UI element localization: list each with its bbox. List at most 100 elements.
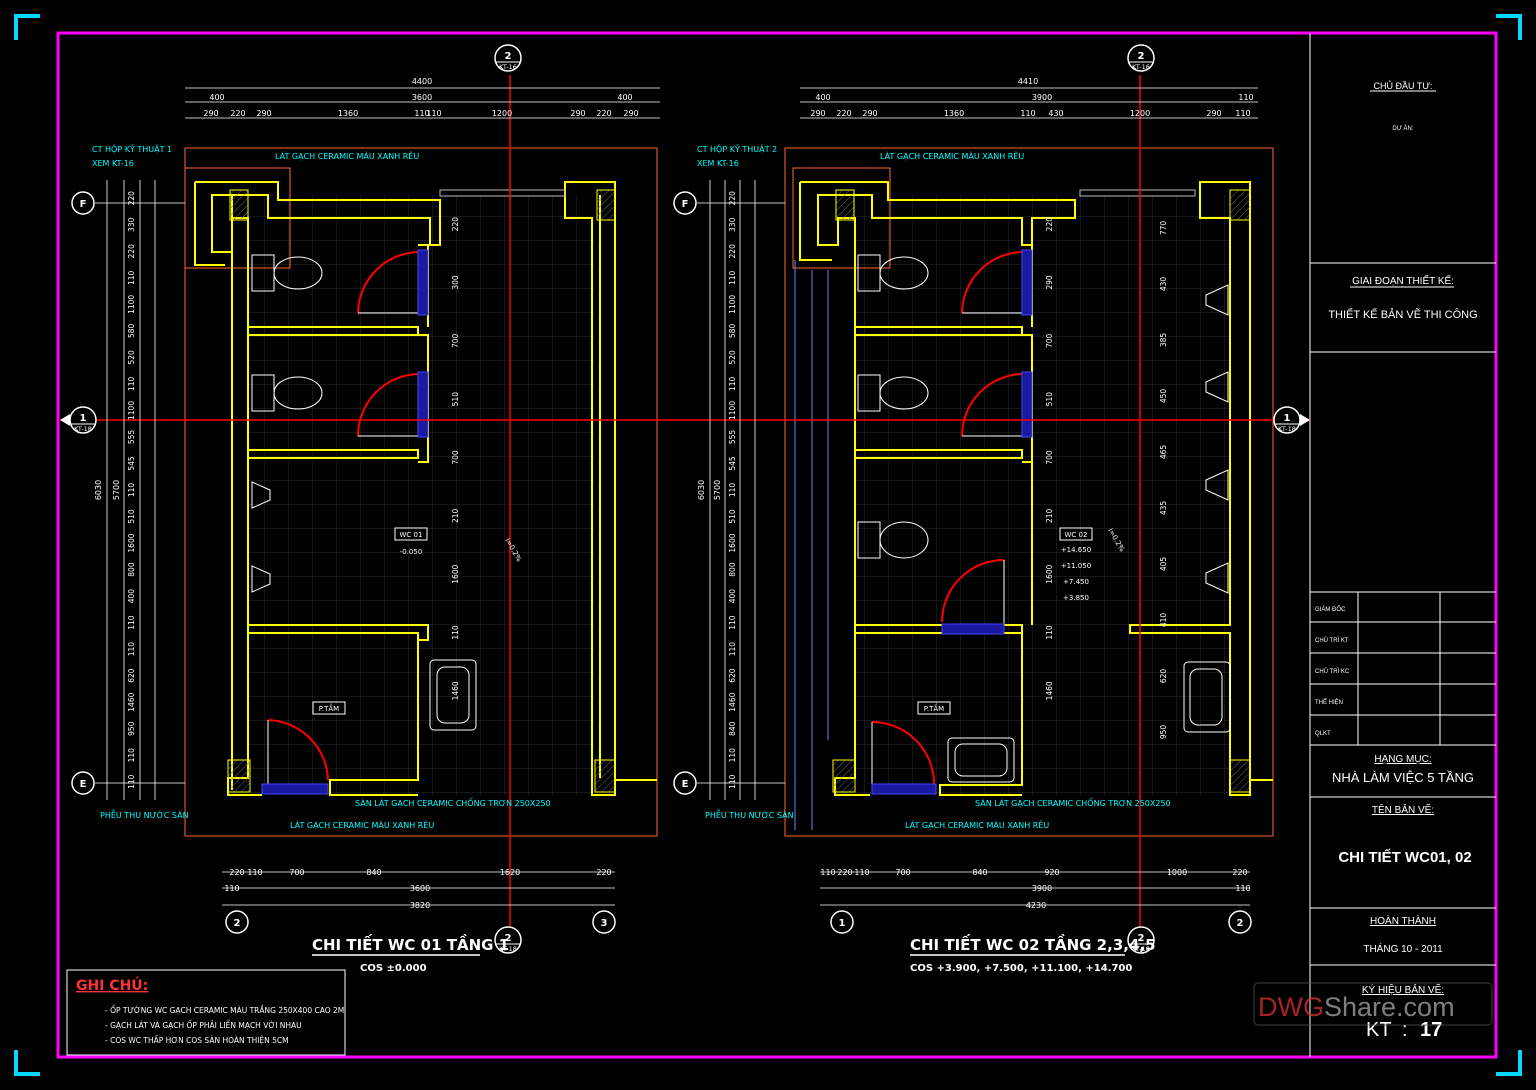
p1-bottom-detail-3: 700 [289,868,304,877]
p1-left-total: 6030 [94,480,103,500]
plan2-border [784,147,1274,837]
p2-room-level-4: +3.850 [1063,594,1089,602]
p2-left-dim-18: 110 [728,642,737,657]
p1-title: CHI TIẾT WC 01 TẦNG 1 [312,933,509,954]
tb-phase-value: THIẾT KẾ BẢN VẼ THI CÔNG [1328,308,1477,321]
p1-inner-dim-4: 510 [451,392,460,407]
tb-sign-row-4: THỂ HIỆN [1315,698,1343,706]
p1-left-dim-4: 110 [127,270,136,285]
p1-inner-dim-7: 1600 [451,564,460,583]
plan2-toilet-2 [857,374,929,412]
notes-item-3: - COS WC THẤP HƠN COS SÀN HOÀN THIỆN 5CM [105,1035,289,1045]
plan2-washbasin-1 [947,737,1015,783]
p1-top-sub-1: 400 [209,93,224,102]
p2-bottom-total: 4230 [1026,901,1046,910]
notes-item-1: - ỐP TƯỜNG WC GẠCH CERAMIC MÀU TRẮNG 250… [105,1005,344,1015]
axis-bot1-ref: KT-18 [499,945,517,953]
p2-note-box: CT HỘP KỸ THUẬT 2 [697,143,777,155]
p2-left-dim-5: 1100 [728,295,737,314]
plan2-room-tag-box [1059,527,1093,541]
p1-inner-dim-5: 700 [451,450,460,465]
plan1-toilet-1 [251,254,323,292]
axis-bubbles [69,44,1301,954]
grid-e-left: E [80,779,87,790]
p1-left-dim-19: 620 [127,668,136,683]
tb-sign-row-1: GIÁM ĐỐC [1315,606,1346,613]
p2-left-dim-23: 110 [728,774,737,789]
p2-top-sub-1: 400 [815,93,830,102]
plan2-shower-tag-box [917,701,951,715]
p2-right-dim-7: 405 [1159,557,1168,572]
p2-inner-dim-1: 220 [1045,217,1054,232]
p1-subtitle: COS ±0.000 [360,963,427,974]
plan2-doors [871,251,1023,785]
p2-note-drain: PHỄU THU NƯỚC SÀN [705,808,794,820]
p1-top-sub-2: 3600 [412,93,432,102]
p2-right-dim-2: 430 [1159,277,1168,292]
p2-left-dim-17: 110 [728,615,737,630]
grid-f-left: F [80,199,87,210]
axis-bot2-num: 2 [1138,933,1145,944]
watermark-part3: .com [1396,992,1455,1022]
p2-top-detail-3: 290 [862,109,877,118]
p1-inner-dim-6: 210 [451,508,460,523]
p2-right-dim-1: 770 [1159,221,1168,236]
plan2-column-bottom-left [832,759,856,793]
p1-room-tag: WC 01 [400,531,423,539]
p1-bottom-detail-1: 220 [229,868,244,877]
p2-left-dim-13: 510 [728,509,737,524]
notes-heading: GHI CHÚ: [76,976,148,994]
p2-top-detail-2: 220 [836,109,851,118]
p2-top-detail-6: 430 [1048,109,1063,118]
p2-inner-dim-8: 110 [1045,625,1054,640]
plan1-urinals [251,481,271,593]
section-arrows [60,414,1310,426]
p2-bottom-detail-3: 110 [854,868,869,877]
tb-sign-row-5: QLKT [1315,731,1331,737]
plan2-toilet-1 [857,254,929,292]
p2-room-tag: WC 02 [1065,531,1088,539]
p1-left-dim-chain: 2203302201101100580520110110055554511051… [127,191,136,789]
p1-top-detail-1: 290 [203,109,218,118]
p1-top-detail-4: 1360 [338,109,358,118]
watermark: DWGShare.com [1253,982,1493,1026]
p1-left-dim-2: 330 [127,217,136,232]
p2-inner-dim-3: 700 [1045,333,1054,348]
corner-marks [14,14,1522,1076]
p1-top-sub-3: 400 [617,93,632,102]
p1-top-detail-6: 110 [426,109,441,118]
dimension-lines [106,87,1258,906]
p2-left-sub: 5700 [713,480,722,500]
p1-axis-right: 3 [601,918,608,929]
tb-project-label: DỰ ÁN: [1392,125,1413,132]
p2-left-dim-7: 520 [728,350,737,365]
tb-sheet-prefix: KT [1366,1019,1392,1041]
p2-left-dim-1: 220 [728,191,737,206]
p2-right-dim-9: 620 [1159,669,1168,684]
p2-left-dim-21: 840 [728,721,737,736]
p1-top-detail-5: 110 [414,109,429,118]
p1-left-dim-18: 110 [127,642,136,657]
plan1-glass-1 [417,249,429,316]
p2-left-dim-4: 110 [728,270,737,285]
p2-room-level-2: +11.050 [1061,562,1091,570]
sheet-frame [56,31,1498,1059]
p2-inner-dim-7: 1600 [1045,564,1054,583]
grid-f-right: F [682,199,689,210]
p1-left-dim-6: 580 [127,323,136,338]
p1-bottom-detail-5: 1620 [500,868,520,877]
p2-bottom-detail-4: 700 [895,868,910,877]
p1-shower-tag: P.TẮM [319,703,339,713]
watermark-part1: DWG [1258,992,1324,1022]
plan1-toilet-2 [251,374,323,412]
p2-top-detail-5: 110 [1020,109,1035,118]
p1-note-box: CT HỘP KỸ THUẬT 1 [92,143,172,155]
tb-complete-label: HOÀN THÀNH [1370,914,1436,927]
tb-category-value: NHÀ LÀM VIỆC 5 TẦNG [1332,770,1474,785]
p2-left-dim-22: 110 [728,748,737,763]
p2-right-dim-3: 385 [1159,333,1168,348]
plan1-doors [267,251,419,785]
plan2-glass-1 [1021,249,1033,316]
plan1-glass-2 [417,371,429,438]
